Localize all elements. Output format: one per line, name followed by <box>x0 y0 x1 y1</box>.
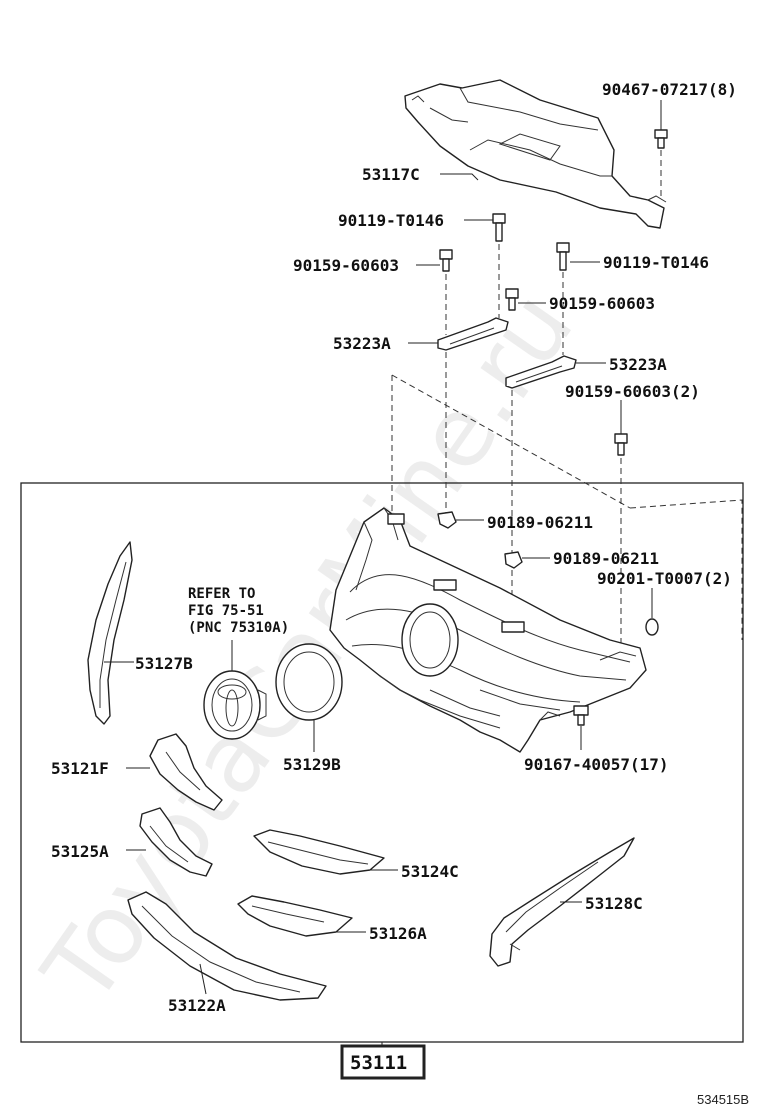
label-90119-t0146-left[interactable]: 90119-T0146 <box>338 211 444 230</box>
screw-90167-40057[interactable] <box>573 705 589 726</box>
main-part-box[interactable] <box>340 1044 426 1080</box>
part-53223a-left[interactable] <box>437 317 509 351</box>
part-53125a-molding[interactable] <box>139 807 213 877</box>
dash-guide-frame-right <box>629 499 743 640</box>
label-53127b[interactable]: 53127B <box>135 654 193 673</box>
part-53129b-ring[interactable] <box>275 643 343 721</box>
clip-90189-06211-a[interactable] <box>437 511 457 529</box>
part-53111-grille[interactable] <box>329 507 647 753</box>
main-part-label: 53111 <box>350 1052 407 1074</box>
label-90167-40057[interactable]: 90167-40057(17) <box>524 755 669 774</box>
part-53117c-cover[interactable] <box>404 79 667 229</box>
label-90189-06211-b[interactable]: 90189-06211 <box>553 549 659 568</box>
label-90159-60603-right[interactable]: 90159-60603 <box>549 294 655 313</box>
label-53223a-left[interactable]: 53223A <box>333 334 391 353</box>
label-53125a[interactable]: 53125A <box>51 842 109 861</box>
clip-90189-06211-b[interactable] <box>504 551 523 569</box>
part-53126a-molding[interactable] <box>237 895 353 937</box>
label-53117c[interactable]: 53117C <box>362 165 420 184</box>
figure-id: 534515B <box>697 1092 749 1107</box>
leader-53117c <box>440 173 479 181</box>
label-90201-t0007[interactable]: 90201-T0007(2) <box>597 569 732 588</box>
bolt-90119-t0146-left[interactable] <box>492 213 506 242</box>
bolt-90119-t0146-right[interactable] <box>556 242 570 271</box>
refer-line-2: FIG 75-51 <box>188 603 264 619</box>
part-53223a-right[interactable] <box>505 355 577 389</box>
label-90159-60603-pair[interactable]: 90159-60603(2) <box>565 382 700 401</box>
label-90119-t0146-right[interactable]: 90119-T0146 <box>603 253 709 272</box>
bolt-90159-60603-right[interactable] <box>505 288 519 311</box>
part-53124c-molding[interactable] <box>253 829 385 875</box>
part-53122a-molding[interactable] <box>127 891 327 1001</box>
label-90189-06211-a[interactable]: 90189-06211 <box>487 513 593 532</box>
part-53121f-molding[interactable] <box>149 733 223 811</box>
bolt-90159-60603-left[interactable] <box>439 249 453 272</box>
refer-line-1: REFER TO <box>188 586 255 602</box>
label-90159-60603-left[interactable]: 90159-60603 <box>293 256 399 275</box>
dash-guide-diag <box>391 374 631 509</box>
label-90467-07217[interactable]: 90467-07217(8) <box>602 80 737 99</box>
refer-line-3: (PNC 75310A) <box>188 620 289 636</box>
bolt-90467-07217[interactable] <box>654 129 668 149</box>
part-53127b-strip[interactable] <box>87 541 133 725</box>
label-53122a[interactable]: 53122A <box>168 996 226 1015</box>
label-53128c[interactable]: 53128C <box>585 894 643 913</box>
label-53129b[interactable]: 53129B <box>283 755 341 774</box>
label-53124c[interactable]: 53124C <box>401 862 459 881</box>
bolt-90159-60603-pair[interactable] <box>614 433 628 456</box>
label-53121f[interactable]: 53121F <box>51 759 109 778</box>
label-53223a-right[interactable]: 53223A <box>609 355 667 374</box>
label-53126a[interactable]: 53126A <box>369 924 427 943</box>
washer-90201-t0007[interactable] <box>645 618 659 636</box>
leader-53122a <box>199 963 207 995</box>
